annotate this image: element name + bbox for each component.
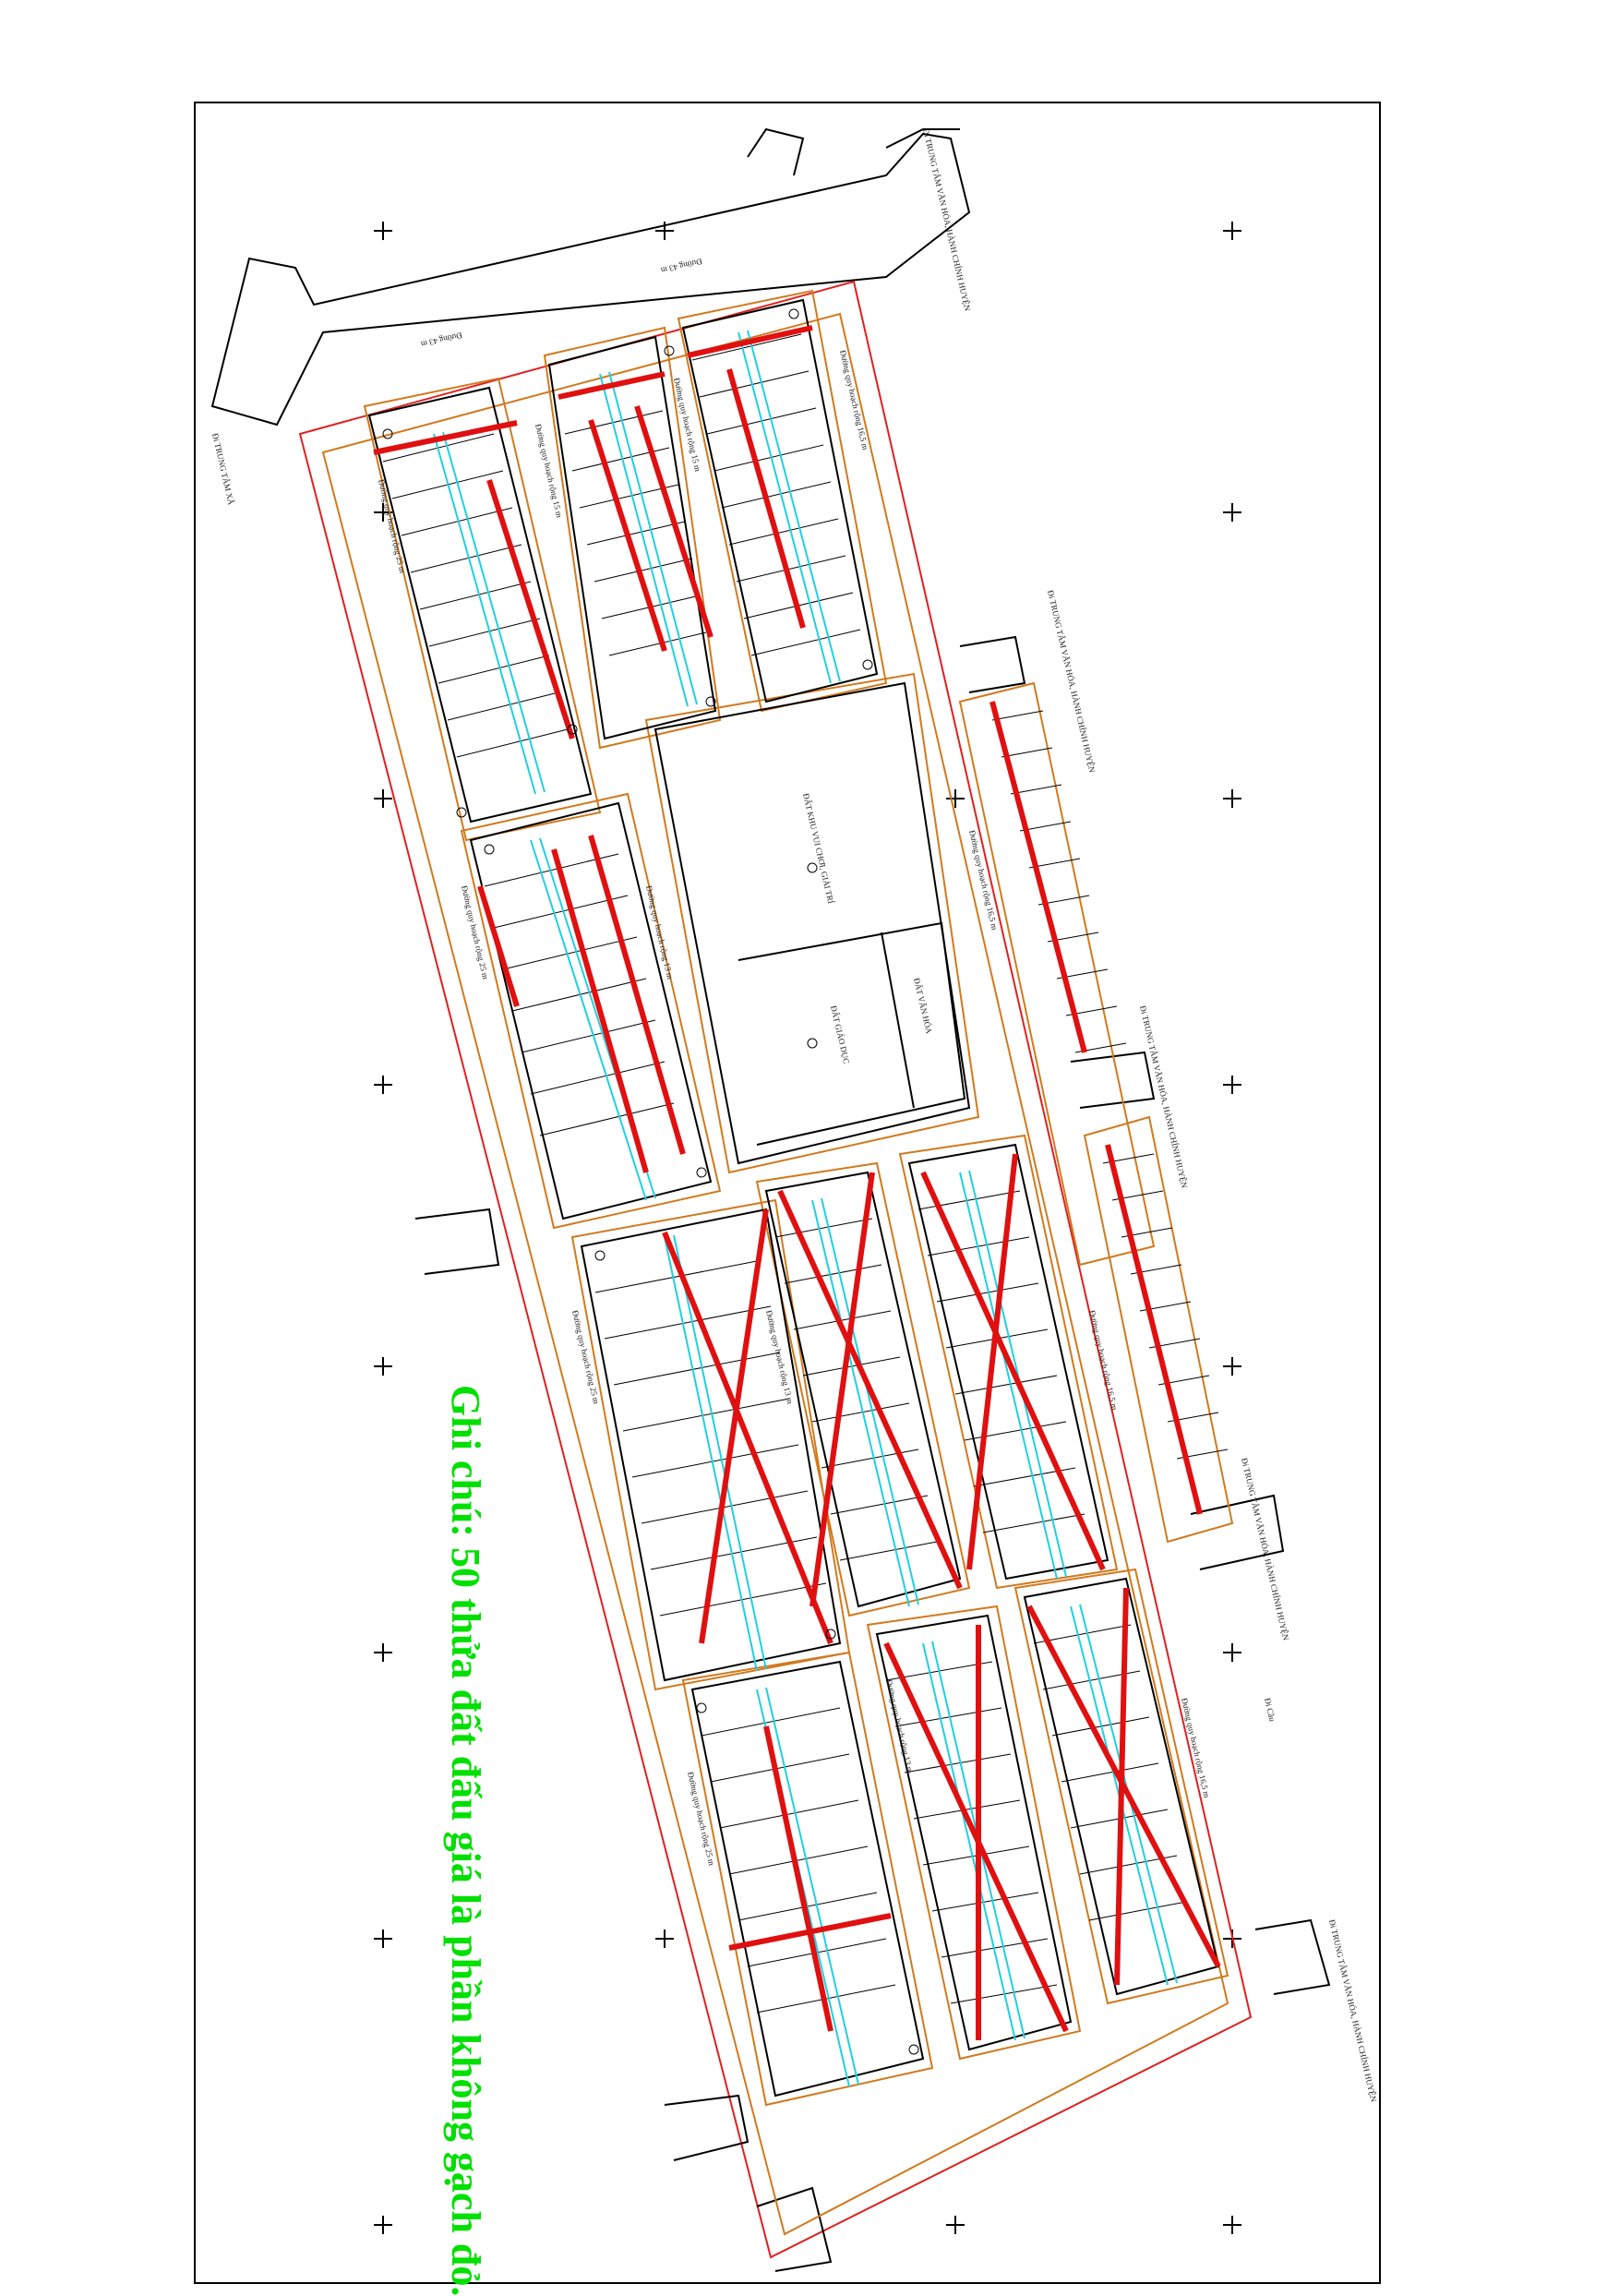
label-culture: ĐẤT VĂN HÓA bbox=[912, 977, 934, 1035]
label-dest-right-1: Đi TRUNG TÂM VĂN HÓA, HÀNH CHÍNH HUYỆN bbox=[1046, 589, 1097, 774]
land-blocks bbox=[367, 298, 1220, 2098]
label-road-25-a: Đường quy hoạch rộng 25 m bbox=[377, 478, 407, 573]
note-box: Ghi chú: 50 thửa đất đấu giá là phần khô… bbox=[443, 1385, 515, 2296]
struck-lots bbox=[373, 325, 1221, 2040]
label-road-13-b: Đường quy hoạch rộng 13 m bbox=[764, 1309, 795, 1404]
drawing-frame bbox=[194, 102, 1381, 2284]
label-road-13-a: Đường quy hoạch rộng 13 m bbox=[644, 884, 675, 980]
note-text: Ghi chú: 50 thửa đất đấu giá là phần khô… bbox=[443, 1385, 488, 2296]
label-dest-top: Đi TRUNG TÂM VĂN HÓA, HÀNH CHÍNH HUYỆN bbox=[921, 127, 972, 312]
label-road-43-mid: Đường 43 m bbox=[420, 331, 463, 349]
label-school: ĐẤT GIÁO DỤC bbox=[829, 1004, 851, 1064]
label-dest-right-4: Đi TRUNG TÂM VĂN HÓA, HÀNH CHÍNH HUYỆN bbox=[1327, 1918, 1378, 2103]
label-dest-right-2: Đi TRUNG TÂM VĂN HÓA, HÀNH CHÍNH HUYỆN bbox=[1138, 1004, 1189, 1189]
label-road-43-top: Đường 43 m bbox=[660, 257, 703, 275]
label-road-16-c: Đường quy hoạch rộng 16,5 m bbox=[1087, 1309, 1120, 1411]
label-road-16-a: Đường quy hoạch rộng 16,5 m bbox=[838, 349, 870, 451]
road-stubs bbox=[414, 635, 1331, 2272]
label-park: ĐẤT KHU VUI CHƠI, GIẢI TRÍ bbox=[801, 792, 835, 905]
grid-crosses bbox=[374, 222, 1241, 2234]
label-dest-left: Đi TRUNG TÂM XÃ bbox=[210, 432, 236, 506]
road-edges bbox=[321, 289, 1234, 2236]
label-dest-bottom: Đi Cầu bbox=[1263, 1697, 1277, 1723]
site-boundary bbox=[298, 280, 1253, 2259]
main-road-43m bbox=[210, 127, 971, 427]
lot-markers bbox=[382, 308, 919, 2055]
